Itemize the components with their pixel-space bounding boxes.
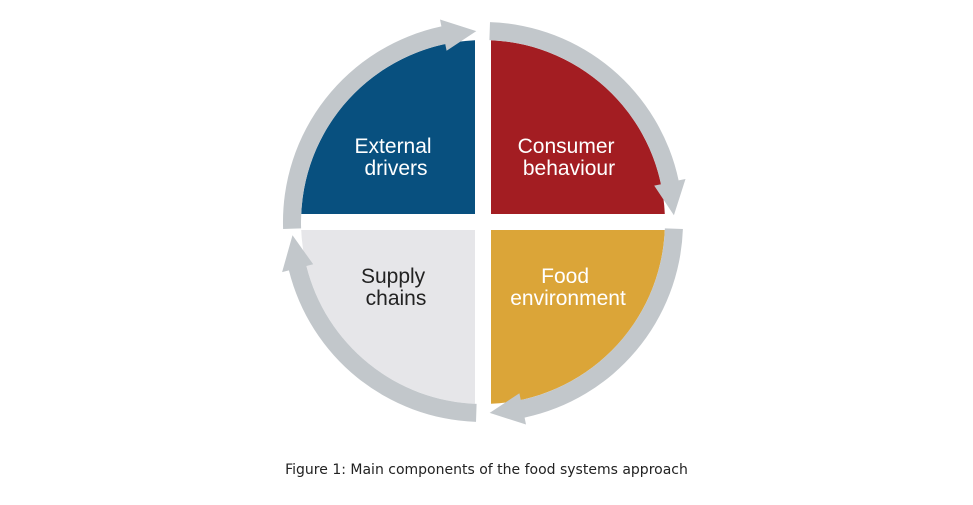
quadrant-external-drivers (301, 40, 475, 215)
external-drivers-label: External drivers (355, 135, 438, 180)
food-environment-label-line1: Food (541, 265, 589, 288)
consumer-behaviour-label: Consumer behaviour (518, 135, 621, 180)
cycle-arrow-top-right (489, 22, 686, 216)
cycle-arrow-top-left (282, 19, 477, 229)
cycle-arrow-bottom-left (282, 235, 477, 422)
supply-chains-label: Supply chains (361, 265, 431, 310)
external-drivers-label-line1: External (355, 135, 432, 158)
consumer-behaviour-label-line1: Consumer (518, 135, 615, 158)
cycle-arrow-bottom-right (489, 228, 683, 425)
quadrant-food-environment (491, 230, 665, 404)
consumer-behaviour-label-line2: behaviour (523, 157, 615, 180)
food-environment-label-line2: environment (510, 287, 626, 310)
supply-chains-label-line1: Supply (361, 265, 426, 288)
supply-chains-label-line2: chains (366, 287, 427, 310)
quadrant-supply-chains (301, 230, 475, 404)
food-environment-label: Food environment (510, 265, 626, 310)
external-drivers-label-line2: drivers (364, 157, 427, 180)
quadrant-consumer-behaviour (491, 40, 665, 215)
figure-caption: Figure 1: Main components of the food sy… (285, 462, 688, 478)
